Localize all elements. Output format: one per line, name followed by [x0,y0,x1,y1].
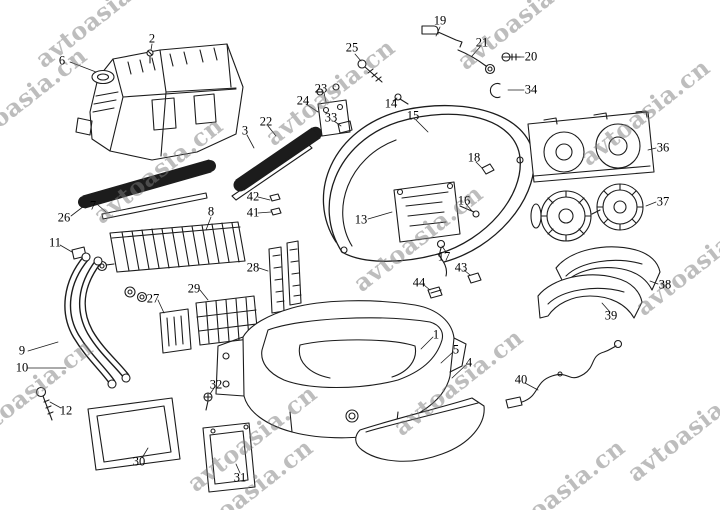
part-cover-shell-39 [537,274,643,319]
part-cover-plate-31 [202,422,256,493]
part-seal-strip-26 [78,159,216,209]
part-pipes-9-10 [64,252,148,389]
part-clip-44 [427,286,443,299]
part-key-19 [421,25,463,48]
part-seal-strip-7 [101,192,208,220]
part-housing-1 [215,300,467,439]
part-heater-unit [75,43,244,161]
part-cover-shell-38 [555,246,661,291]
part-screw-14 [394,93,409,105]
part-connector-18 [481,163,495,175]
part-clip-34 [489,82,501,99]
part-clip-17 [436,239,446,257]
part-fan-housing-36 [527,110,655,183]
part-blower-motor-37 [530,183,644,242]
part-lower-duct-4-5 [355,397,485,462]
part-bolt-2 [146,49,154,64]
part-clip-43 [467,272,482,284]
part-heater-core-8 [96,221,246,273]
part-grille-strip-22 [231,126,323,201]
part-slotted-rails-28 [268,240,302,314]
part-wiring-40 [505,339,623,409]
part-clip-41 [270,207,282,216]
part-bolt-25 [357,59,383,83]
part-lever-21 [457,49,496,75]
part-filler-cap [91,69,115,85]
leader-lines [27,26,659,474]
part-bolt-12 [35,386,54,421]
part-bracket-23-24-33 [316,83,353,137]
part-bolt-32 [203,392,213,411]
part-gasket-frame-30 [87,397,181,471]
part-grid-plate-27 [159,308,192,354]
part-clip-42 [269,193,281,202]
part-control-head-13 [393,181,480,243]
